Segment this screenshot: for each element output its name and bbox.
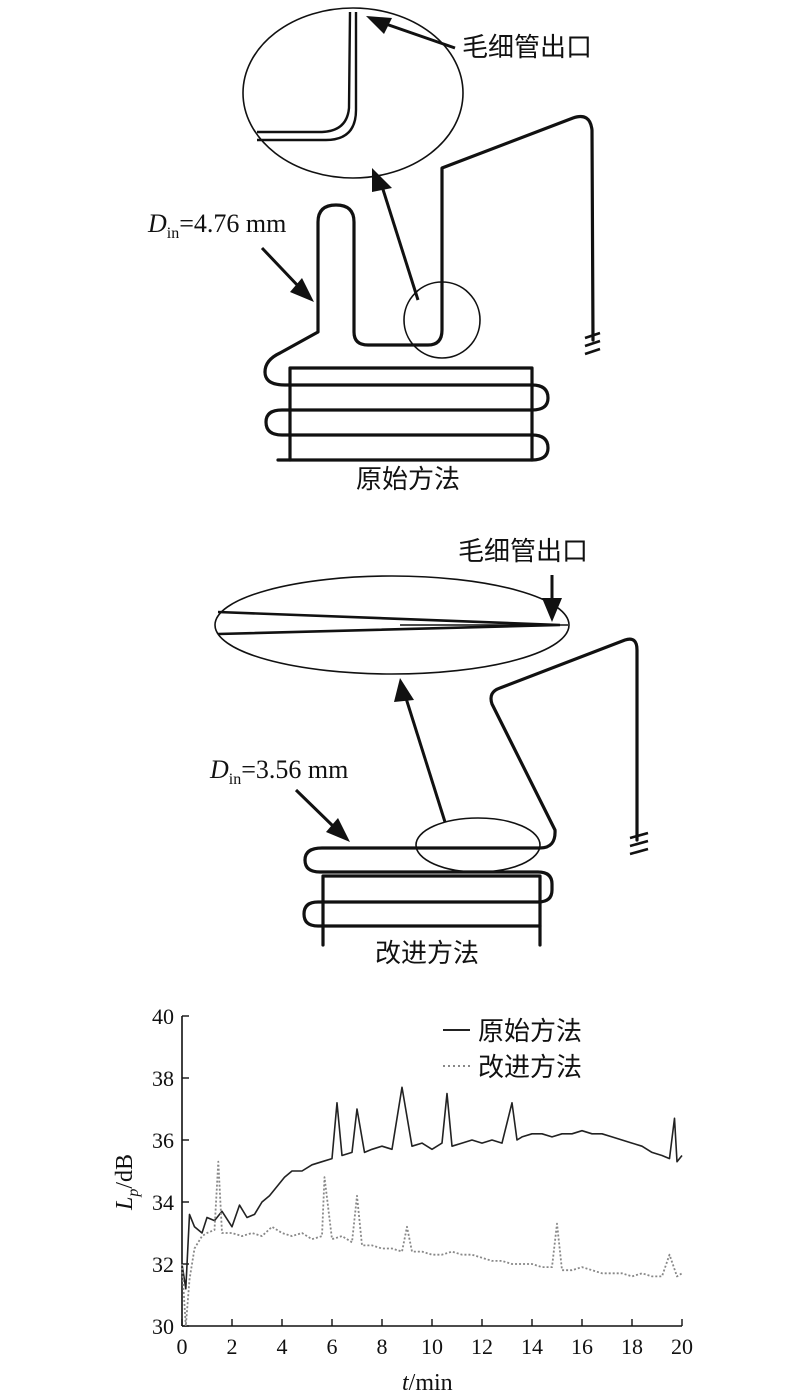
detail-ellipse-bottom (415, 817, 541, 873)
legend-label-improved: 改进方法 (478, 1053, 582, 1083)
outlet-arrow-line-top (379, 20, 456, 50)
x-tick-label: 18 (621, 1334, 643, 1359)
zoom-arrowhead-bottom (394, 678, 414, 702)
diameter-arrowhead-bottom (326, 818, 350, 842)
chart-axes: 0 2 4 6 8 10 12 14 16 18 20 30 32 34 36 38 40 (152, 1004, 693, 1359)
diameter-arrow-line-bottom (294, 788, 337, 830)
x-tick-label: 4 (277, 1334, 288, 1359)
evaporator-coil-top (263, 370, 550, 462)
x-tick-label: 8 (377, 1334, 388, 1359)
y-tick-label: 34 (152, 1190, 174, 1215)
pipe-break-bottom (629, 831, 649, 856)
caption-top: 原始方法 (356, 465, 460, 495)
magnifier-ellipse-bottom (214, 575, 570, 675)
zoomed-capillary-inner (257, 11, 352, 134)
x-tick-label: 12 (471, 1334, 493, 1359)
evaporator-frame-bottom (321, 874, 542, 947)
evaporator-frame-top (288, 366, 534, 462)
zoomed-capillary-outer (257, 12, 358, 142)
y-axis-title: Lp/dB (112, 1154, 142, 1211)
y-tick-label: 38 (152, 1066, 174, 1091)
x-tick-label: 16 (571, 1334, 593, 1359)
chart-series-group (181, 1086, 683, 1327)
diameter-arrowhead-top (290, 278, 314, 302)
y-tick-label: 40 (152, 1004, 174, 1029)
legend-label-original: 原始方法 (478, 1017, 582, 1047)
caption-bottom: 改进方法 (375, 939, 479, 969)
zoomed-capillary-bottom (217, 610, 561, 636)
capillary-pipe-top (263, 114, 595, 374)
diameter-arrow-line-top (260, 246, 302, 290)
x-tick-label: 10 (421, 1334, 443, 1359)
outlet-arrowhead-top (366, 16, 392, 34)
zoom-arrow-line-top (378, 179, 420, 301)
series-line-improved (181, 1160, 683, 1327)
y-tick-label: 32 (152, 1252, 174, 1277)
diameter-label-top: Din=4.76 mm (147, 209, 286, 242)
series-line-original (181, 1086, 683, 1290)
diagram-original: 毛细管出口 Din=4.76 mm 原始方法 (147, 7, 601, 495)
x-tick-label: 20 (671, 1334, 693, 1359)
x-tick-label: 2 (227, 1334, 238, 1359)
zoom-arrowhead-top (372, 168, 392, 192)
capillary-pipe-bottom (303, 637, 639, 862)
y-tick-label: 36 (152, 1128, 174, 1153)
magnifier-ellipse-top (242, 7, 464, 179)
y-tick-label: 30 (152, 1314, 174, 1339)
evaporator-coil-bottom (302, 858, 554, 928)
pipe-break-top (584, 331, 601, 356)
diagram-improved: 毛细管出口 Din=3.56 mm 改进方法 (209, 537, 649, 969)
zoom-arrow-line-bottom (403, 694, 447, 823)
outlet-arrowhead-bottom (542, 598, 562, 622)
x-tick-label: 14 (521, 1334, 543, 1359)
x-tick-label: 0 (177, 1334, 188, 1359)
x-tick-label: 6 (327, 1334, 338, 1359)
legend: 原始方法 改进方法 (443, 1017, 582, 1083)
x-axis-title: t/min (402, 1370, 453, 1396)
diameter-label-bottom: Din=3.56 mm (209, 755, 348, 788)
outlet-label-bottom: 毛细管出口 (458, 537, 588, 567)
outlet-label-top: 毛细管出口 (462, 33, 592, 63)
